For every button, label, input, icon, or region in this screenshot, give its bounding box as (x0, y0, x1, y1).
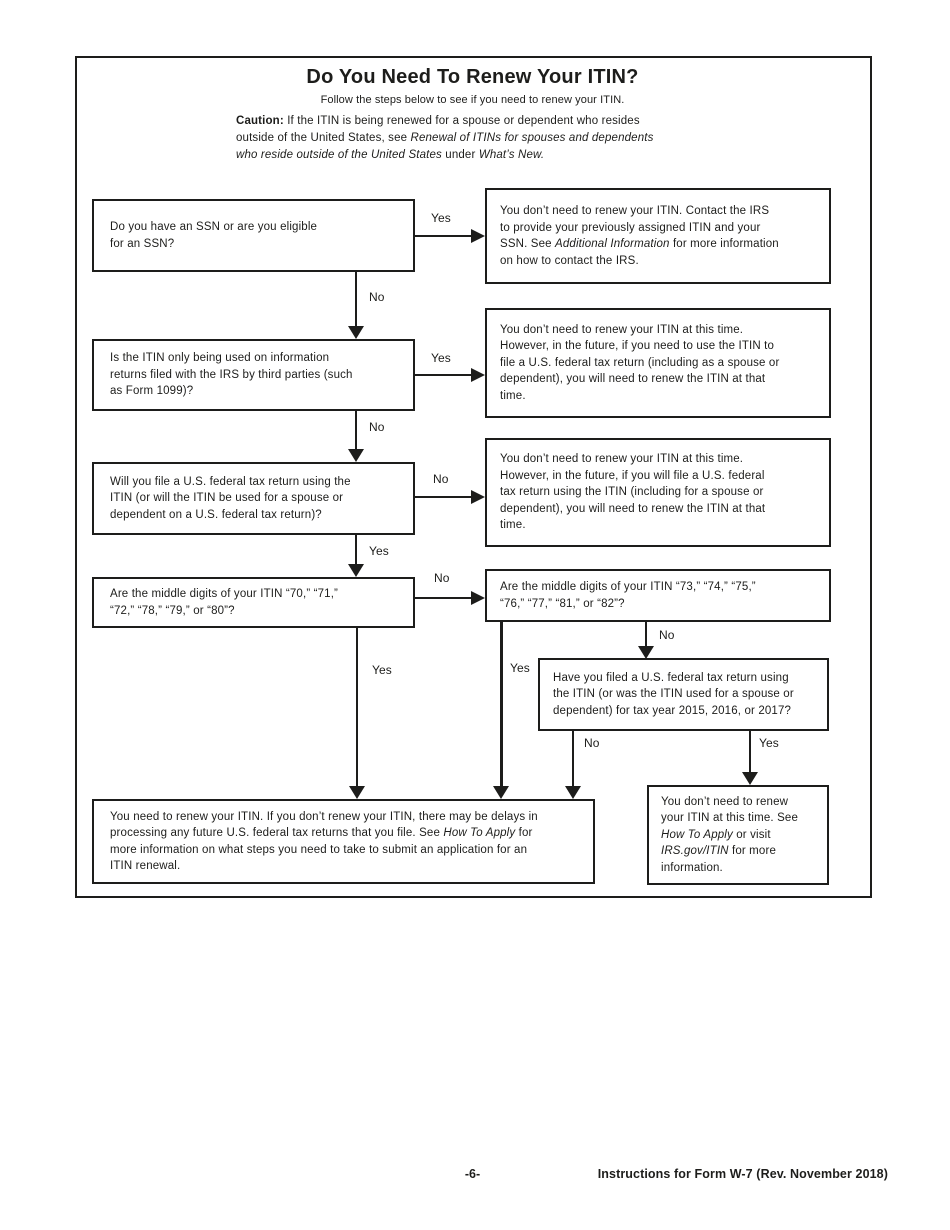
page-title: Do You Need To Renew Your ITIN? (306, 66, 639, 88)
arrow-info-yes-head (471, 368, 485, 382)
node-answer-file-return: You don’t need to renew your ITIN at thi… (485, 438, 831, 547)
renew-post: for more information on what steps you n… (110, 827, 533, 872)
arrow-file-no-line (415, 496, 471, 498)
caution-label: Caution: (236, 115, 284, 127)
label-ssn-yes: Yes (431, 211, 451, 225)
arrow-info-yes-line (415, 374, 471, 376)
arrow-digits73-no-head (638, 646, 654, 659)
node-no-renew: You don’t need to renew your ITIN at thi… (647, 785, 829, 885)
footer-page-number: -6- (464, 1167, 481, 1181)
answer-info-returns-text: You don’t need to renew your ITIN at thi… (500, 323, 780, 402)
question-digits-73-text: Are the middle digits of your ITIN “73,”… (500, 581, 756, 610)
answer-ssn-italic: Additional Information (555, 238, 670, 250)
arrow-digits70-no-head (471, 591, 485, 605)
no-renew-post: for more information. (661, 845, 776, 874)
label-digits70-yes: Yes (372, 663, 392, 677)
arrow-info-no-line (355, 411, 357, 449)
answer-ssn-pre: You don’t need to renew your ITIN. Conta… (500, 205, 770, 250)
question-info-returns-text: Is the ITIN only being used on informati… (110, 352, 353, 398)
label-filed-yes: Yes (759, 736, 779, 750)
label-digits73-no: No (659, 628, 675, 642)
label-file-no: No (433, 472, 449, 486)
arrow-file-yes-line (355, 535, 357, 564)
arrow-ssn-yes-line (415, 235, 471, 237)
node-question-info-returns: Is the ITIN only being used on informati… (92, 339, 415, 411)
node-question-ssn: Do you have an SSN or are you eligible f… (92, 199, 415, 272)
arrow-filed-no-line (572, 731, 574, 786)
label-digits70-no: No (434, 571, 450, 585)
no-renew-italic-2: IRS.gov/ITIN (661, 845, 729, 858)
caution-note: Caution: If the ITIN is being renewed fo… (236, 113, 706, 164)
label-file-yes: Yes (369, 544, 389, 558)
arrow-info-no-head (348, 449, 364, 462)
caution-italic-2: What’s New. (478, 149, 545, 161)
arrow-filed-yes-line (749, 731, 751, 772)
node-answer-ssn: You don’t need to renew your ITIN. Conta… (485, 188, 831, 284)
arrow-digits73-yes-head (493, 786, 509, 799)
renew-pre: You need to renew your ITIN. If you don’… (110, 810, 538, 840)
answer-ssn-text: You don’t need to renew your ITIN. Conta… (500, 203, 779, 269)
caution-italic-1: Renewal of ITINs for spouses and depende… (236, 132, 654, 161)
caution-text-2: under (441, 149, 479, 161)
answer-file-return-text: You don’t need to renew your ITIN at thi… (500, 453, 766, 532)
page-subtitle: Follow the steps below to see if you nee… (320, 94, 625, 106)
label-ssn-no: No (369, 290, 385, 304)
arrow-digits70-no-line (415, 597, 471, 599)
arrow-digits73-yes-line (500, 622, 503, 786)
node-renew: You need to renew your ITIN. If you don’… (92, 799, 595, 884)
arrow-digits73-no-line (645, 622, 647, 646)
label-info-no: No (369, 420, 385, 434)
no-renew-italic-1: How To Apply (661, 828, 733, 841)
no-renew-pre: You don’t need to renew your ITIN at thi… (661, 795, 798, 825)
node-question-digits-70: Are the middle digits of your ITIN “70,”… (92, 577, 415, 628)
arrow-digits70-yes-line (356, 628, 358, 786)
question-filed-recent-text: Have you filed a U.S. federal tax return… (553, 671, 794, 717)
renew-text: You need to renew your ITIN. If you don’… (110, 809, 538, 875)
answer-ssn-post: for more information on how to contact t… (500, 238, 779, 267)
label-filed-no: No (584, 736, 600, 750)
arrow-filed-no-head (565, 786, 581, 799)
renew-italic: How To Apply (443, 827, 516, 839)
label-digits73-yes: Yes (510, 661, 530, 675)
question-file-return-text: Will you file a U.S. federal tax return … (110, 475, 351, 521)
node-question-file-return: Will you file a U.S. federal tax return … (92, 462, 415, 535)
no-renew-mid: or visit (736, 828, 771, 841)
no-renew-text: You don’t need to renew your ITIN at thi… (661, 794, 798, 877)
arrow-ssn-yes-head (471, 229, 485, 243)
label-info-yes: Yes (431, 351, 451, 365)
arrow-digits70-yes-head (349, 786, 365, 799)
node-answer-info-returns: You don’t need to renew your ITIN at thi… (485, 308, 831, 418)
arrow-filed-yes-head (742, 772, 758, 785)
arrow-ssn-no-line (355, 272, 357, 326)
arrow-ssn-no-head (348, 326, 364, 339)
question-ssn-text: Do you have an SSN or are you eligible f… (110, 221, 318, 250)
arrow-file-no-head (471, 490, 485, 504)
node-question-digits-73: Are the middle digits of your ITIN “73,”… (485, 569, 831, 622)
arrow-file-yes-head (348, 564, 364, 577)
node-question-filed-recent: Have you filed a U.S. federal tax return… (538, 658, 829, 731)
footer-doc-title: Instructions for Form W-7 (Rev. November… (597, 1167, 888, 1181)
question-digits-70-text: Are the middle digits of your ITIN “70,”… (110, 588, 339, 617)
caution-text-1: If the ITIN is being renewed for a spous… (236, 115, 640, 144)
